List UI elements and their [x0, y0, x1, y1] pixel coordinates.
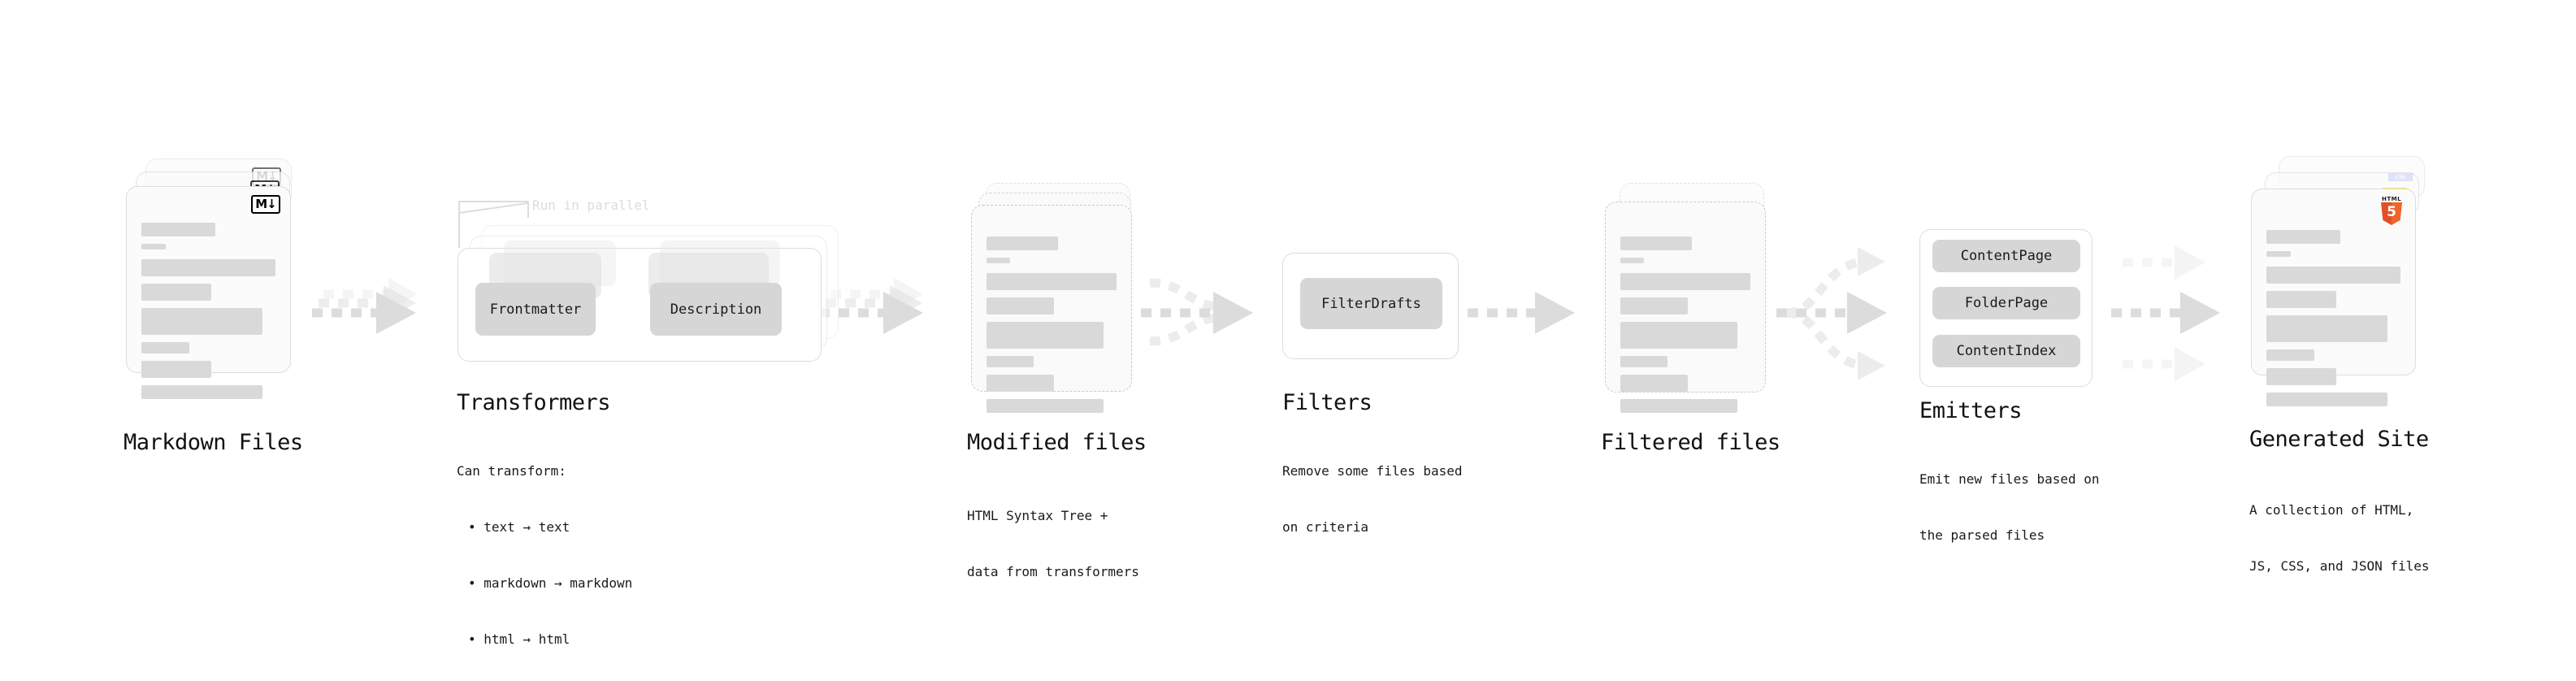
stage-desc-transformers: Can transform: • text → text • markdown …	[457, 463, 633, 647]
stage-title-filtered-files: Filtered files	[1601, 430, 1780, 455]
file-skeleton	[141, 223, 275, 406]
site-card-front[interactable]: HTML 5	[2251, 189, 2416, 406]
file-skeleton	[987, 236, 1117, 420]
emitter-chip-folderpage[interactable]: FolderPage	[1932, 287, 2080, 319]
stage-title-markdown-files: Markdown Files	[124, 430, 303, 455]
stage-title-filters: Filters	[1282, 390, 1373, 415]
modified-card-front[interactable]	[971, 205, 1132, 413]
markdown-card-front[interactable]: M↓	[126, 186, 291, 399]
stage-title-emitters: Emitters	[1919, 398, 2023, 423]
filter-chip-filterdrafts[interactable]: FilterDrafts	[1300, 278, 1442, 329]
markdown-icon: M↓	[251, 195, 280, 214]
file-skeleton	[1620, 236, 1750, 420]
stage-title-transformers: Transformers	[457, 390, 611, 415]
arrow-modified-to-filters	[1141, 278, 1253, 346]
run-in-parallel-label: Run in parallel	[532, 197, 650, 213]
stage-desc-generated-site: A collection of HTML, JS, CSS, and JSON …	[2249, 502, 2430, 574]
arrow-filters-to-filtered	[1468, 292, 1575, 334]
stage-desc-filters: Remove some files based on criteria	[1282, 463, 1463, 535]
file-skeleton	[2266, 230, 2400, 414]
stage-title-generated-site: Generated Site	[2249, 427, 2429, 452]
html5-icon: HTML 5	[2379, 196, 2404, 225]
transformer-chip-frontmatter[interactable]: Frontmatter	[475, 283, 596, 336]
filtered-card-front[interactable]	[1605, 202, 1766, 413]
arrow-markdown-to-transformers	[312, 278, 418, 334]
emitter-chip-contentindex[interactable]: ContentIndex	[1932, 335, 2080, 367]
emitter-chip-contentpage[interactable]: ContentPage	[1932, 240, 2080, 272]
stage-title-modified-files: Modified files	[967, 430, 1147, 455]
arrow-filtered-to-emitters	[1776, 247, 1887, 380]
transformer-chip-description[interactable]: Description	[650, 283, 782, 336]
arrow-emitters-to-site	[2111, 245, 2220, 381]
stage-desc-modified-files: HTML Syntax Tree + data from transformer…	[967, 508, 1139, 579]
stage-desc-emitters: Emit new files based on the parsed files	[1919, 471, 2100, 543]
